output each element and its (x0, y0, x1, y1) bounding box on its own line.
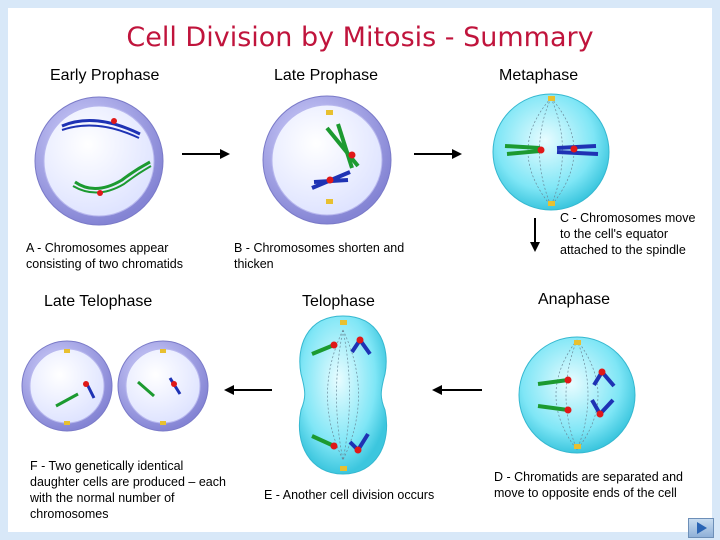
play-triangle-icon (697, 522, 707, 534)
centromere (111, 118, 117, 124)
arrow-right (414, 149, 462, 159)
stage-title-late-prophase: Late Prophase (274, 67, 379, 84)
cell-metaphase (492, 93, 610, 211)
slide-title: Cell Division by Mitosis - Summary (126, 22, 594, 53)
caption-f: F - Two genetically identical daughter c… (30, 459, 226, 521)
cell-late-prophase (262, 95, 392, 225)
cell-anaphase (518, 336, 636, 454)
caption-e: E - Another cell division occurs (264, 488, 435, 502)
caption-b: B - Chromosomes shorten and thicken (234, 241, 405, 271)
arrow-right (182, 149, 230, 159)
centromere (97, 190, 103, 196)
daughter-cell-left (21, 340, 113, 432)
caption-c: C - Chromosomes move to the cell's equat… (560, 211, 696, 257)
stage-title-anaphase: Anaphase (538, 291, 611, 308)
arrow-left (432, 385, 482, 395)
caption-d: D - Chromatids are separated and move to… (494, 470, 683, 500)
arrow-down (530, 218, 540, 252)
stage-title-early-prophase: Early Prophase (50, 67, 160, 84)
stage-title-late-telophase: Late Telophase (44, 293, 153, 310)
stage-title-telophase: Telophase (302, 293, 375, 310)
caption-a: A - Chromosomes appear consisting of two… (26, 241, 184, 271)
cell-early-prophase (34, 96, 164, 226)
cell-telophase (298, 315, 388, 475)
stage-title-metaphase: Metaphase (499, 67, 579, 84)
next-slide-button[interactable] (688, 518, 714, 538)
daughter-cell-right (117, 340, 209, 432)
arrow-left (224, 385, 272, 395)
